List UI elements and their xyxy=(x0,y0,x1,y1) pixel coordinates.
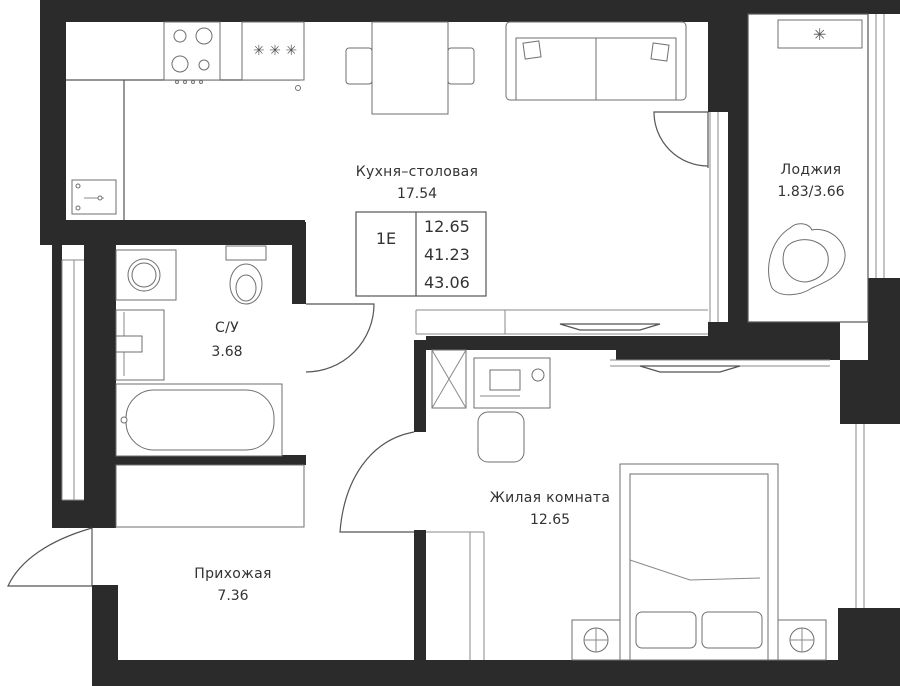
bathroom-door xyxy=(305,303,375,373)
entrance-door xyxy=(7,527,93,587)
living-door xyxy=(339,431,485,660)
apartment-badge: 1Е 12.65 41.23 43.06 xyxy=(355,211,487,297)
cooktop-icon: ✳ ✳ ✳ xyxy=(241,21,305,91)
hallway-wardrobe xyxy=(115,464,305,528)
kitchen-area: 17.54 xyxy=(397,186,437,202)
bathtub-icon xyxy=(115,383,283,457)
dining-table-icon xyxy=(345,21,475,115)
living-area: 12.65 xyxy=(530,512,570,528)
stove-icon xyxy=(163,21,221,84)
hallway-name: Прихожая xyxy=(194,566,271,582)
apartment-type: 1Е xyxy=(376,229,396,248)
loggia-name: Лоджия xyxy=(781,162,842,178)
washing-machine-icon xyxy=(115,249,177,301)
total-with-loggia-value: 43.06 xyxy=(424,273,470,292)
nightstand-right-icon xyxy=(777,619,827,661)
walls xyxy=(40,0,900,686)
tv-icon xyxy=(639,365,741,373)
window-lines xyxy=(61,14,885,608)
sofa-icon xyxy=(505,21,687,101)
kitchen-door xyxy=(653,111,709,168)
svg-text:✳ ✳ ✳: ✳ ✳ ✳ xyxy=(253,43,297,59)
hallway-area: 7.36 xyxy=(217,588,248,604)
toilet-icon xyxy=(225,245,267,305)
kitchen-name: Кухня–столовая xyxy=(356,164,478,180)
washbasin-icon xyxy=(115,309,165,381)
loggia-area: 1.83/3.66 xyxy=(777,184,844,200)
total-area-value: 41.23 xyxy=(424,245,470,264)
living-area-value: 12.65 xyxy=(424,217,470,236)
bathroom-area: 3.68 xyxy=(211,344,242,360)
kitchen-sink-icon xyxy=(71,179,117,215)
nightstand-left-icon xyxy=(571,619,621,661)
loggia-furniture: ✳ xyxy=(747,13,869,323)
bathroom-name: С/У xyxy=(215,320,239,336)
living-name: Жилая комната xyxy=(490,490,611,506)
desk-icon xyxy=(431,349,551,463)
bed-icon xyxy=(619,463,779,661)
tv-kitchen-icon xyxy=(559,323,661,331)
svg-text:✳: ✳ xyxy=(813,25,826,44)
